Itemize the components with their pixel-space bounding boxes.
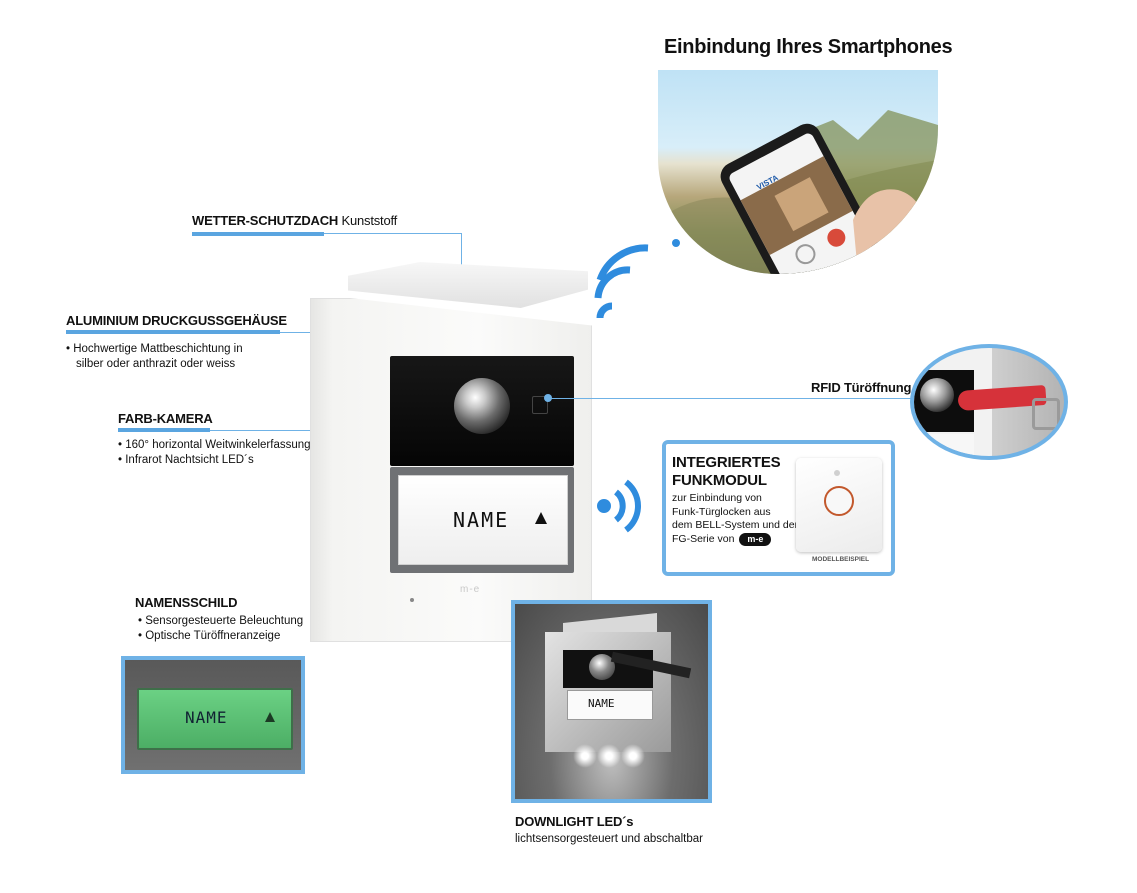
device-caption: MODELLBEISPIEL — [812, 556, 870, 563]
led-light-3 — [621, 744, 645, 768]
bell-icon — [535, 512, 547, 524]
green-plate-text: NAME — [185, 708, 228, 727]
funkmodul-desc-4: FG-Serie von m-e — [672, 532, 798, 546]
aluminium-bullet-2: silber oder anthrazit oder weiss — [76, 358, 236, 370]
aluminium-bullets: • Hochwertige Mattbeschichtung in silber… — [66, 342, 243, 372]
aluminium-underline — [66, 330, 280, 334]
smartphone-heading: Einbindung Ihres Smartphones — [664, 36, 953, 58]
funkmodul-box: INTEGRIERTES FUNKMODUL zur Einbindung vo… — [662, 440, 895, 576]
wetter-leader-h — [324, 233, 462, 234]
sensor-dot — [410, 598, 414, 602]
namensschild-bullets: Sensorgesteuerte Beleuchtung Optische Tü… — [138, 614, 303, 644]
rfid-leader — [548, 398, 916, 399]
led-light-2 — [597, 744, 621, 768]
name-plate: NAME — [398, 475, 568, 565]
name-plate-frame: NAME — [390, 467, 574, 573]
wifi-signal-icon — [590, 238, 680, 328]
smartphone-scene — [658, 110, 938, 274]
funkmodul-desc: zur Einbindung von Funk-Türglocken aus d… — [672, 492, 798, 546]
funkmodul-desc-3: dem BELL-System und der — [672, 519, 799, 531]
downlight-desc: lichtsensorgesteuert und abschaltbar — [515, 833, 703, 845]
rfid-dot — [544, 394, 552, 402]
kamera-bullets: 160° horizontal Weitwinkelerfassung Infr… — [118, 438, 311, 468]
bell-device-led — [834, 470, 840, 476]
downlight-lens — [589, 654, 615, 680]
me-logo: m-e — [739, 532, 772, 546]
wetter-underline — [192, 232, 324, 236]
namensschild-bullet-2: Optische Türöffneranzeige — [138, 629, 303, 644]
aluminium-title: ALUMINIUM DRUCKGUSSGEHÄUSE — [66, 313, 287, 328]
brand-mark: m-e — [460, 584, 481, 595]
led-light-1 — [573, 744, 597, 768]
wetter-suffix: Kunststoff — [341, 213, 398, 228]
downlight-photo: NAME — [511, 600, 712, 803]
weather-roof — [348, 262, 588, 308]
kamera-underline — [118, 428, 210, 432]
rfid-plate-strip — [920, 434, 974, 456]
green-bell-icon — [265, 712, 275, 722]
kamera-bullet-1: 160° horizontal Weitwinkelerfassung — [118, 438, 310, 453]
wetter-leader-v — [461, 233, 462, 270]
downlight-name-plate: NAME — [567, 690, 653, 720]
funk-signal-icon — [594, 476, 644, 536]
funkmodul-desc-2: Funk-Türglocken aus — [672, 505, 771, 518]
green-plate-photo: NAME — [121, 656, 305, 774]
camera-panel — [390, 356, 574, 466]
rfid-sensor-icon — [532, 396, 548, 414]
aluminium-bullet-1: • Hochwertige Mattbeschichtung in — [66, 343, 243, 355]
key-icon — [1032, 398, 1060, 430]
rfid-lens — [920, 378, 954, 412]
bell-device-button — [824, 486, 854, 516]
rfid-title: RFID Türöffnung — [811, 380, 912, 395]
rfid-photo — [910, 344, 1068, 460]
funkmodul-title-2: FUNKMODUL — [672, 472, 767, 489]
camera-lens — [454, 378, 510, 434]
funkmodul-desc-1: zur Einbindung von — [672, 492, 762, 504]
kamera-title: FARB-KAMERA — [118, 411, 213, 426]
namensschild-bullet-1: Sensorgesteuerte Beleuchtung — [138, 614, 303, 629]
green-plate: NAME — [137, 688, 293, 750]
bell-device — [796, 458, 882, 552]
smartphone-photo: VISTA — [658, 70, 938, 274]
kamera-bullet-2: Infrarot Nachtsicht LED´s — [118, 453, 311, 468]
wetter-title: WETTER-SCHUTZDACH — [192, 213, 339, 228]
name-plate-text: NAME — [453, 508, 510, 532]
wetter-label: WETTER-SCHUTZDACH Kunststoff — [192, 213, 397, 228]
funkmodul-title-1: INTEGRIERTES — [672, 454, 781, 471]
downlight-name-text: NAME — [588, 697, 615, 710]
intercom-device: NAME m-e — [310, 262, 592, 642]
downlight-title: DOWNLIGHT LED´s — [515, 814, 634, 829]
namensschild-title: NAMENSSCHILD — [135, 595, 238, 610]
